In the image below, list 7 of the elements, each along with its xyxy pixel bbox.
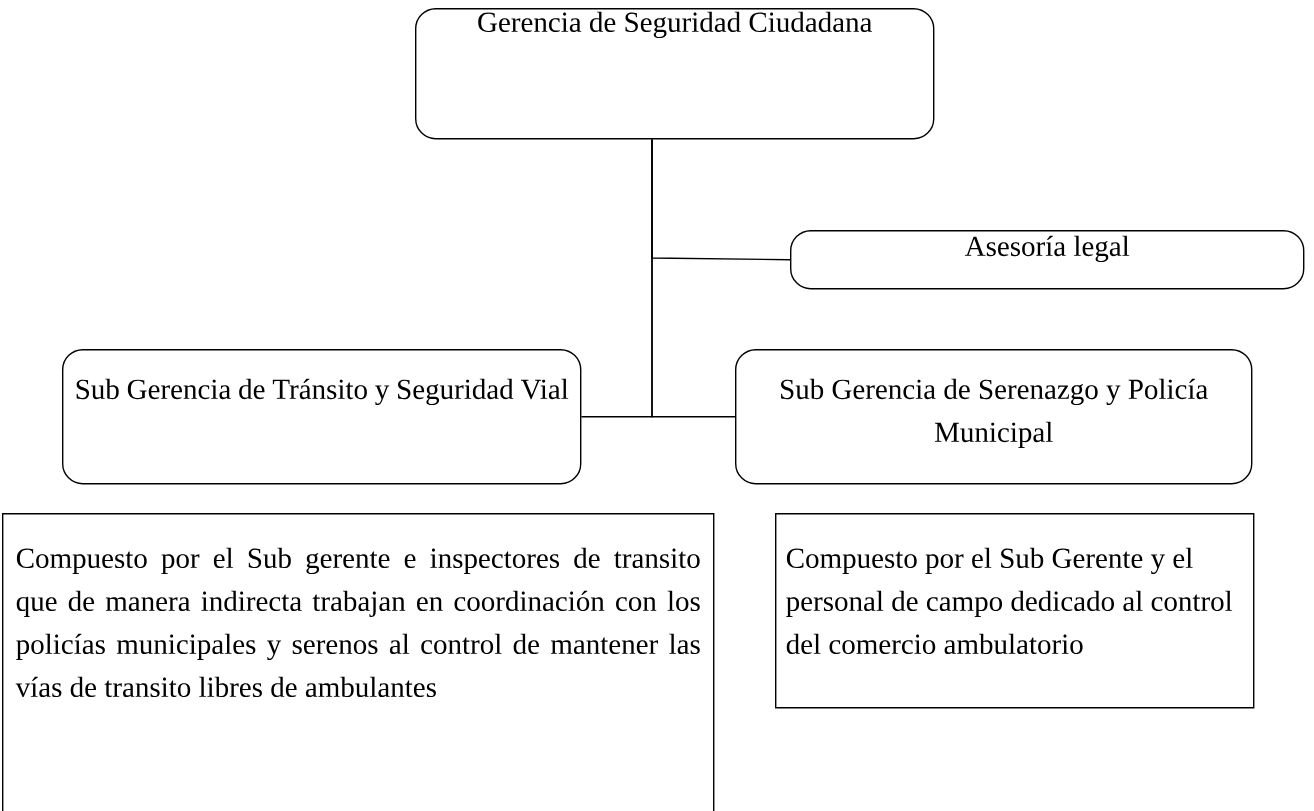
org-box: Asesoría legal (790, 230, 1305, 290)
org-box: Sub Gerencia de Serenazgo y Policía Municipal (735, 349, 1253, 485)
org-box: Sub Gerencia de Tránsito y Seguridad Vial (62, 349, 582, 485)
connector-line (651, 138, 736, 418)
org-box: Gerencia de Seguridad Ciudadana (415, 8, 935, 140)
description-box: Compuesto por el Sub gerente e inspectores de transito que de manera indirecta trabajan en coordinación con los policías municipales y serenos al control de mantener las vías de transito libres de ambulantes (2, 513, 715, 811)
description-box: Compuesto por el Sub Gerente y el personal de campo dedicado al control del comercio ambulatorio (775, 513, 1255, 709)
